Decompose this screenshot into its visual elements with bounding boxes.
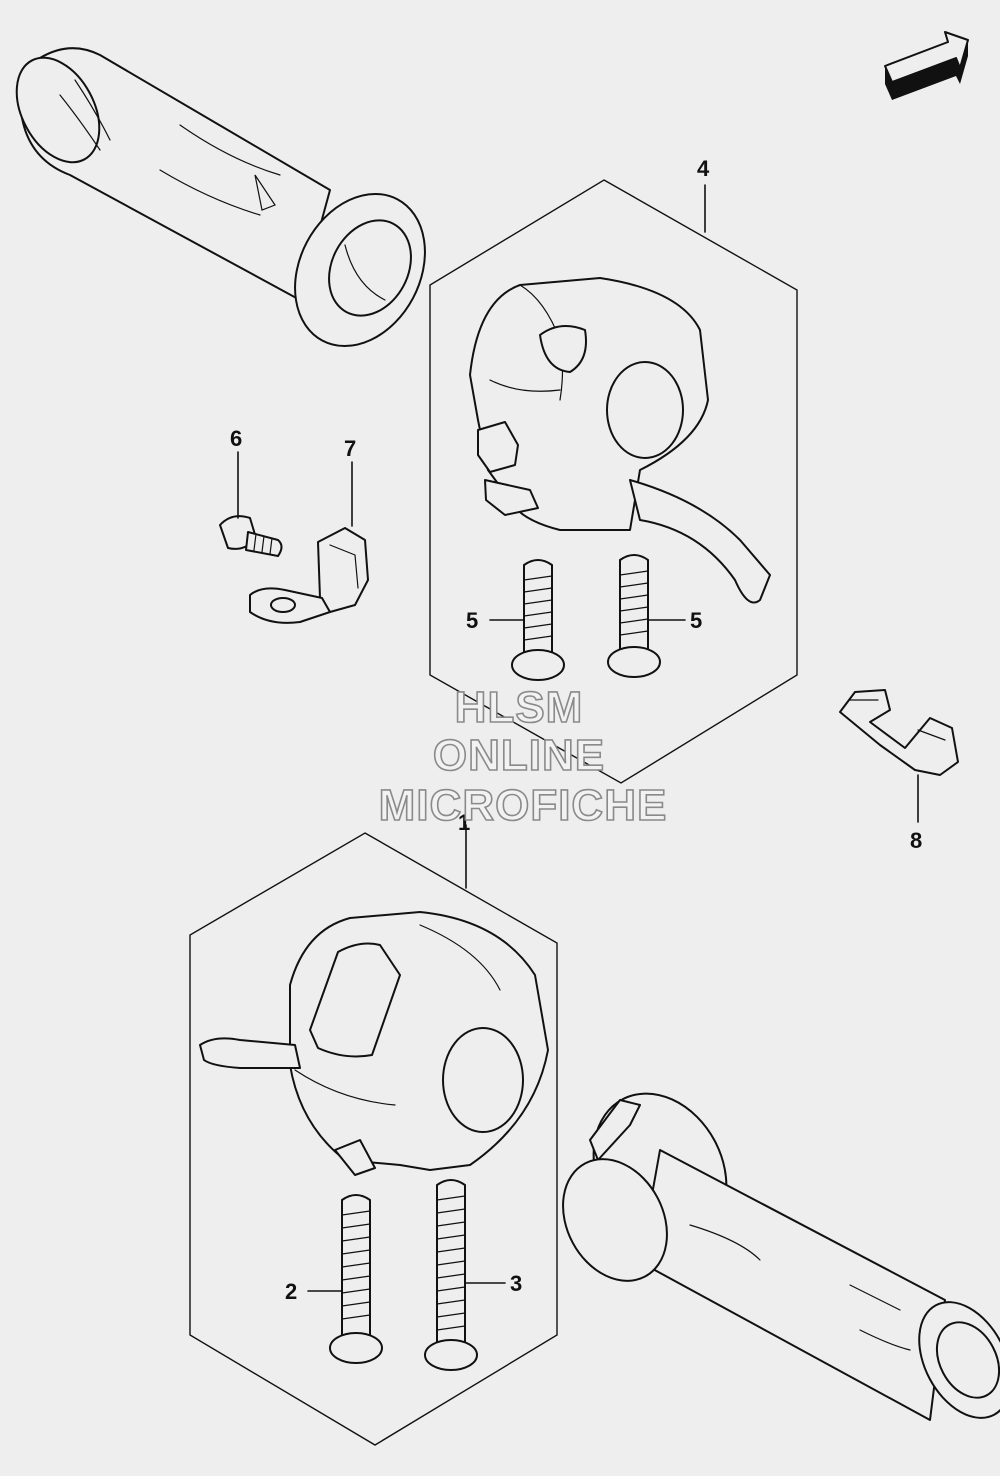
callout-7: 6 <box>230 426 242 451</box>
callout-5-left: 5 <box>466 608 478 633</box>
bolt-7 <box>219 515 283 557</box>
callout-5-right: 5 <box>690 608 702 633</box>
callout-8: 8 <box>910 828 922 853</box>
left-handlebar-switch <box>199 911 549 1176</box>
left-handlebar-grip <box>15 47 426 348</box>
assembly-1-frame <box>189 832 558 1446</box>
screw-5-left <box>511 559 565 681</box>
right-handlebar-switch <box>469 277 771 604</box>
watermark-line-3: MICROFICHE <box>379 781 668 830</box>
assembly-4-frame <box>429 179 798 784</box>
clamp-8 <box>839 689 959 776</box>
screw-2 <box>329 1194 383 1364</box>
fwd-arrow-icon: FWD <box>884 31 969 100</box>
bracket-6 <box>249 527 369 624</box>
watermark-line-2: ONLINE <box>433 731 605 780</box>
watermark: HLSM ONLINE MICROFICHE <box>378 682 668 831</box>
right-throttle-grip <box>562 1092 1000 1421</box>
callout-3: 3 <box>510 1271 522 1296</box>
callout-2: 2 <box>285 1279 297 1304</box>
screw-5-right <box>607 554 661 678</box>
screw-3 <box>424 1179 478 1371</box>
callout-1: 1 <box>458 810 470 835</box>
callout-6: 7 <box>344 436 356 461</box>
watermark-line-1: HLSM <box>455 683 584 732</box>
callout-4: 4 <box>697 156 710 181</box>
